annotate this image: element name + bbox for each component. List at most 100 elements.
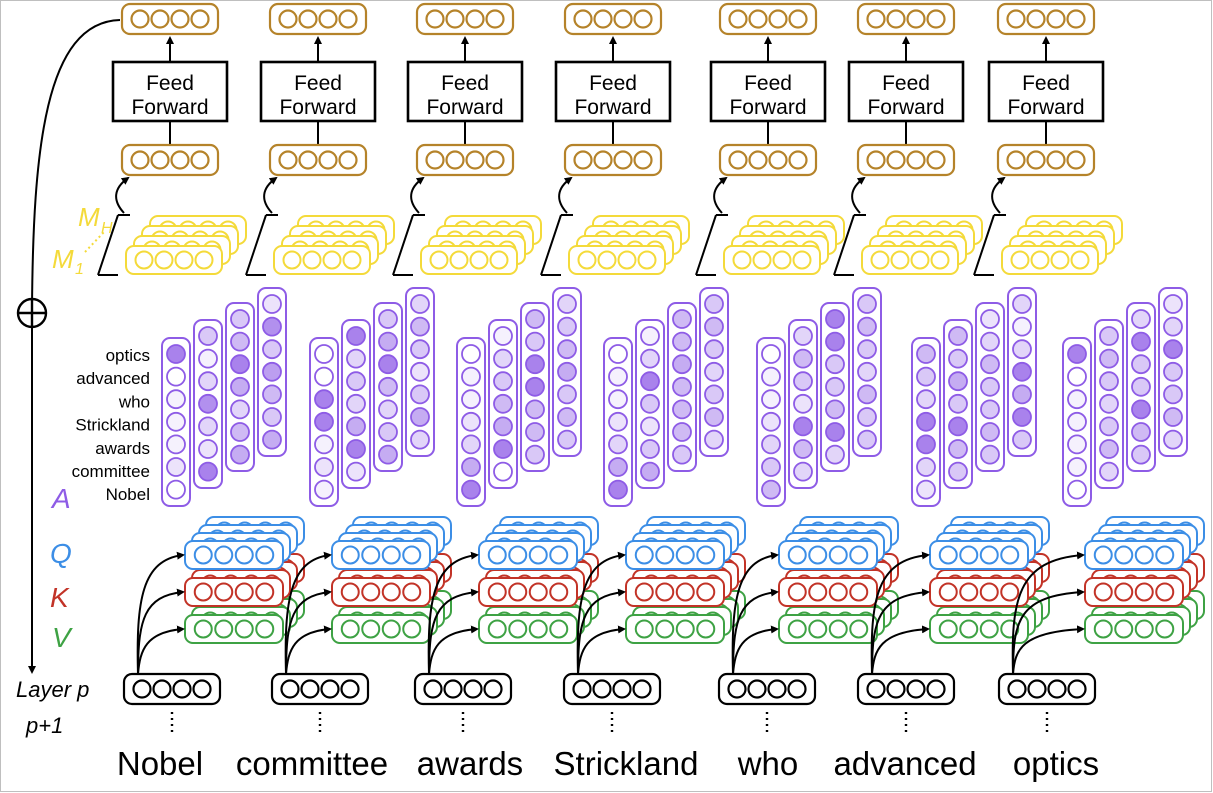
attention-weight bbox=[857, 316, 877, 337]
attention-weight bbox=[916, 389, 936, 410]
attention-weight bbox=[314, 389, 334, 410]
attention-weight bbox=[525, 444, 545, 465]
attention-weight bbox=[916, 366, 936, 387]
attention-weight bbox=[262, 429, 282, 450]
attention-row-label: optics bbox=[106, 346, 150, 365]
vector-unit bbox=[1093, 545, 1113, 565]
vector-unit bbox=[443, 679, 463, 699]
vector-unit bbox=[255, 619, 275, 639]
attention-weight bbox=[1131, 331, 1151, 352]
token-column bbox=[562, 551, 662, 735]
vector-unit bbox=[463, 679, 483, 699]
vector-unit bbox=[866, 9, 886, 29]
vector-unit bbox=[174, 250, 194, 270]
vector-unit bbox=[849, 545, 869, 565]
vector-unit bbox=[320, 679, 340, 699]
vector-unit bbox=[278, 150, 298, 170]
attention-weight bbox=[1099, 371, 1119, 392]
token-to-key-arrow bbox=[871, 588, 930, 675]
vector-unit bbox=[787, 619, 807, 639]
vector-unit bbox=[1134, 545, 1154, 565]
vector-unit bbox=[1030, 250, 1050, 270]
vector-unit bbox=[748, 150, 768, 170]
vector-unit bbox=[1047, 679, 1067, 699]
layer-labels: Layer pp+1 bbox=[16, 677, 89, 738]
vector-unit bbox=[340, 679, 360, 699]
vector-unit bbox=[193, 582, 213, 602]
attention-weight bbox=[1099, 393, 1119, 414]
vector-unit bbox=[1067, 679, 1087, 699]
ff-input-vector bbox=[415, 143, 515, 177]
attention-weight bbox=[346, 416, 366, 437]
attention-weight bbox=[230, 444, 250, 465]
vector-unit bbox=[318, 9, 338, 29]
vector-unit bbox=[483, 679, 503, 699]
concat-bracket bbox=[392, 214, 425, 276]
vector-unit bbox=[508, 582, 528, 602]
input-word: committee bbox=[236, 745, 388, 782]
vector-unit bbox=[675, 582, 695, 602]
token-to-query-arrow bbox=[284, 551, 332, 675]
vector-unit bbox=[728, 9, 748, 29]
attention-weight bbox=[761, 389, 781, 410]
vector-unit bbox=[979, 582, 999, 602]
attention-weight bbox=[346, 348, 366, 369]
attention-weight bbox=[704, 429, 724, 450]
attention-weight bbox=[557, 294, 577, 314]
concat-arrow bbox=[991, 176, 1006, 214]
token-to-query-arrow bbox=[136, 551, 185, 675]
attention-weight bbox=[857, 294, 877, 314]
vector-unit bbox=[487, 545, 507, 565]
vector-unit bbox=[747, 679, 767, 699]
attention-weight bbox=[198, 461, 218, 482]
token-to-query-arrow bbox=[731, 551, 779, 675]
attention-weight bbox=[980, 399, 1000, 420]
vector-box bbox=[268, 143, 368, 177]
attention-row-label: who bbox=[118, 392, 150, 411]
attention-weight bbox=[1163, 316, 1183, 337]
key-vector bbox=[778, 577, 878, 607]
token-vector bbox=[413, 672, 513, 706]
token-to-key-arrow bbox=[577, 588, 626, 675]
attention-weight bbox=[1163, 339, 1183, 360]
head-output-vector bbox=[420, 245, 518, 275]
attention-weight bbox=[493, 439, 513, 459]
vector-unit bbox=[906, 9, 926, 29]
attention-weight bbox=[378, 331, 398, 352]
attention-weight bbox=[166, 457, 186, 477]
token-to-key-arrow bbox=[1012, 588, 1085, 675]
attention-weight bbox=[672, 376, 692, 397]
attention-weight bbox=[410, 384, 430, 405]
attention-weight bbox=[1012, 339, 1032, 360]
vector-unit bbox=[959, 545, 979, 565]
attention-weight bbox=[672, 331, 692, 352]
vector-box bbox=[563, 2, 663, 36]
attention-weight bbox=[704, 339, 724, 360]
vector-unit bbox=[788, 9, 808, 29]
vector-unit bbox=[298, 150, 318, 170]
vector-unit bbox=[675, 545, 695, 565]
vector-unit bbox=[727, 679, 747, 699]
vector-unit bbox=[573, 9, 593, 29]
vector-unit bbox=[938, 545, 958, 565]
attention-row-label: committee bbox=[72, 462, 150, 481]
residual-connection bbox=[16, 19, 121, 674]
vector-unit bbox=[748, 9, 768, 29]
attention-matrices bbox=[161, 287, 1188, 507]
vector-unit bbox=[1114, 619, 1134, 639]
head-output-vector bbox=[861, 245, 959, 275]
vector-unit bbox=[298, 9, 318, 29]
attention-weight bbox=[314, 366, 334, 387]
feed-forward-label: Feed bbox=[146, 72, 194, 95]
attention-weight bbox=[461, 411, 481, 432]
ff-input-vector bbox=[996, 143, 1096, 177]
attention-row-label: Strickland bbox=[75, 416, 150, 435]
attention-weight bbox=[198, 348, 218, 369]
vector-unit bbox=[489, 250, 509, 270]
attention-weight bbox=[525, 309, 545, 329]
query-vector bbox=[184, 540, 284, 570]
concat-bracket bbox=[973, 214, 1006, 276]
attention-weight bbox=[761, 411, 781, 432]
vector-unit bbox=[910, 250, 930, 270]
